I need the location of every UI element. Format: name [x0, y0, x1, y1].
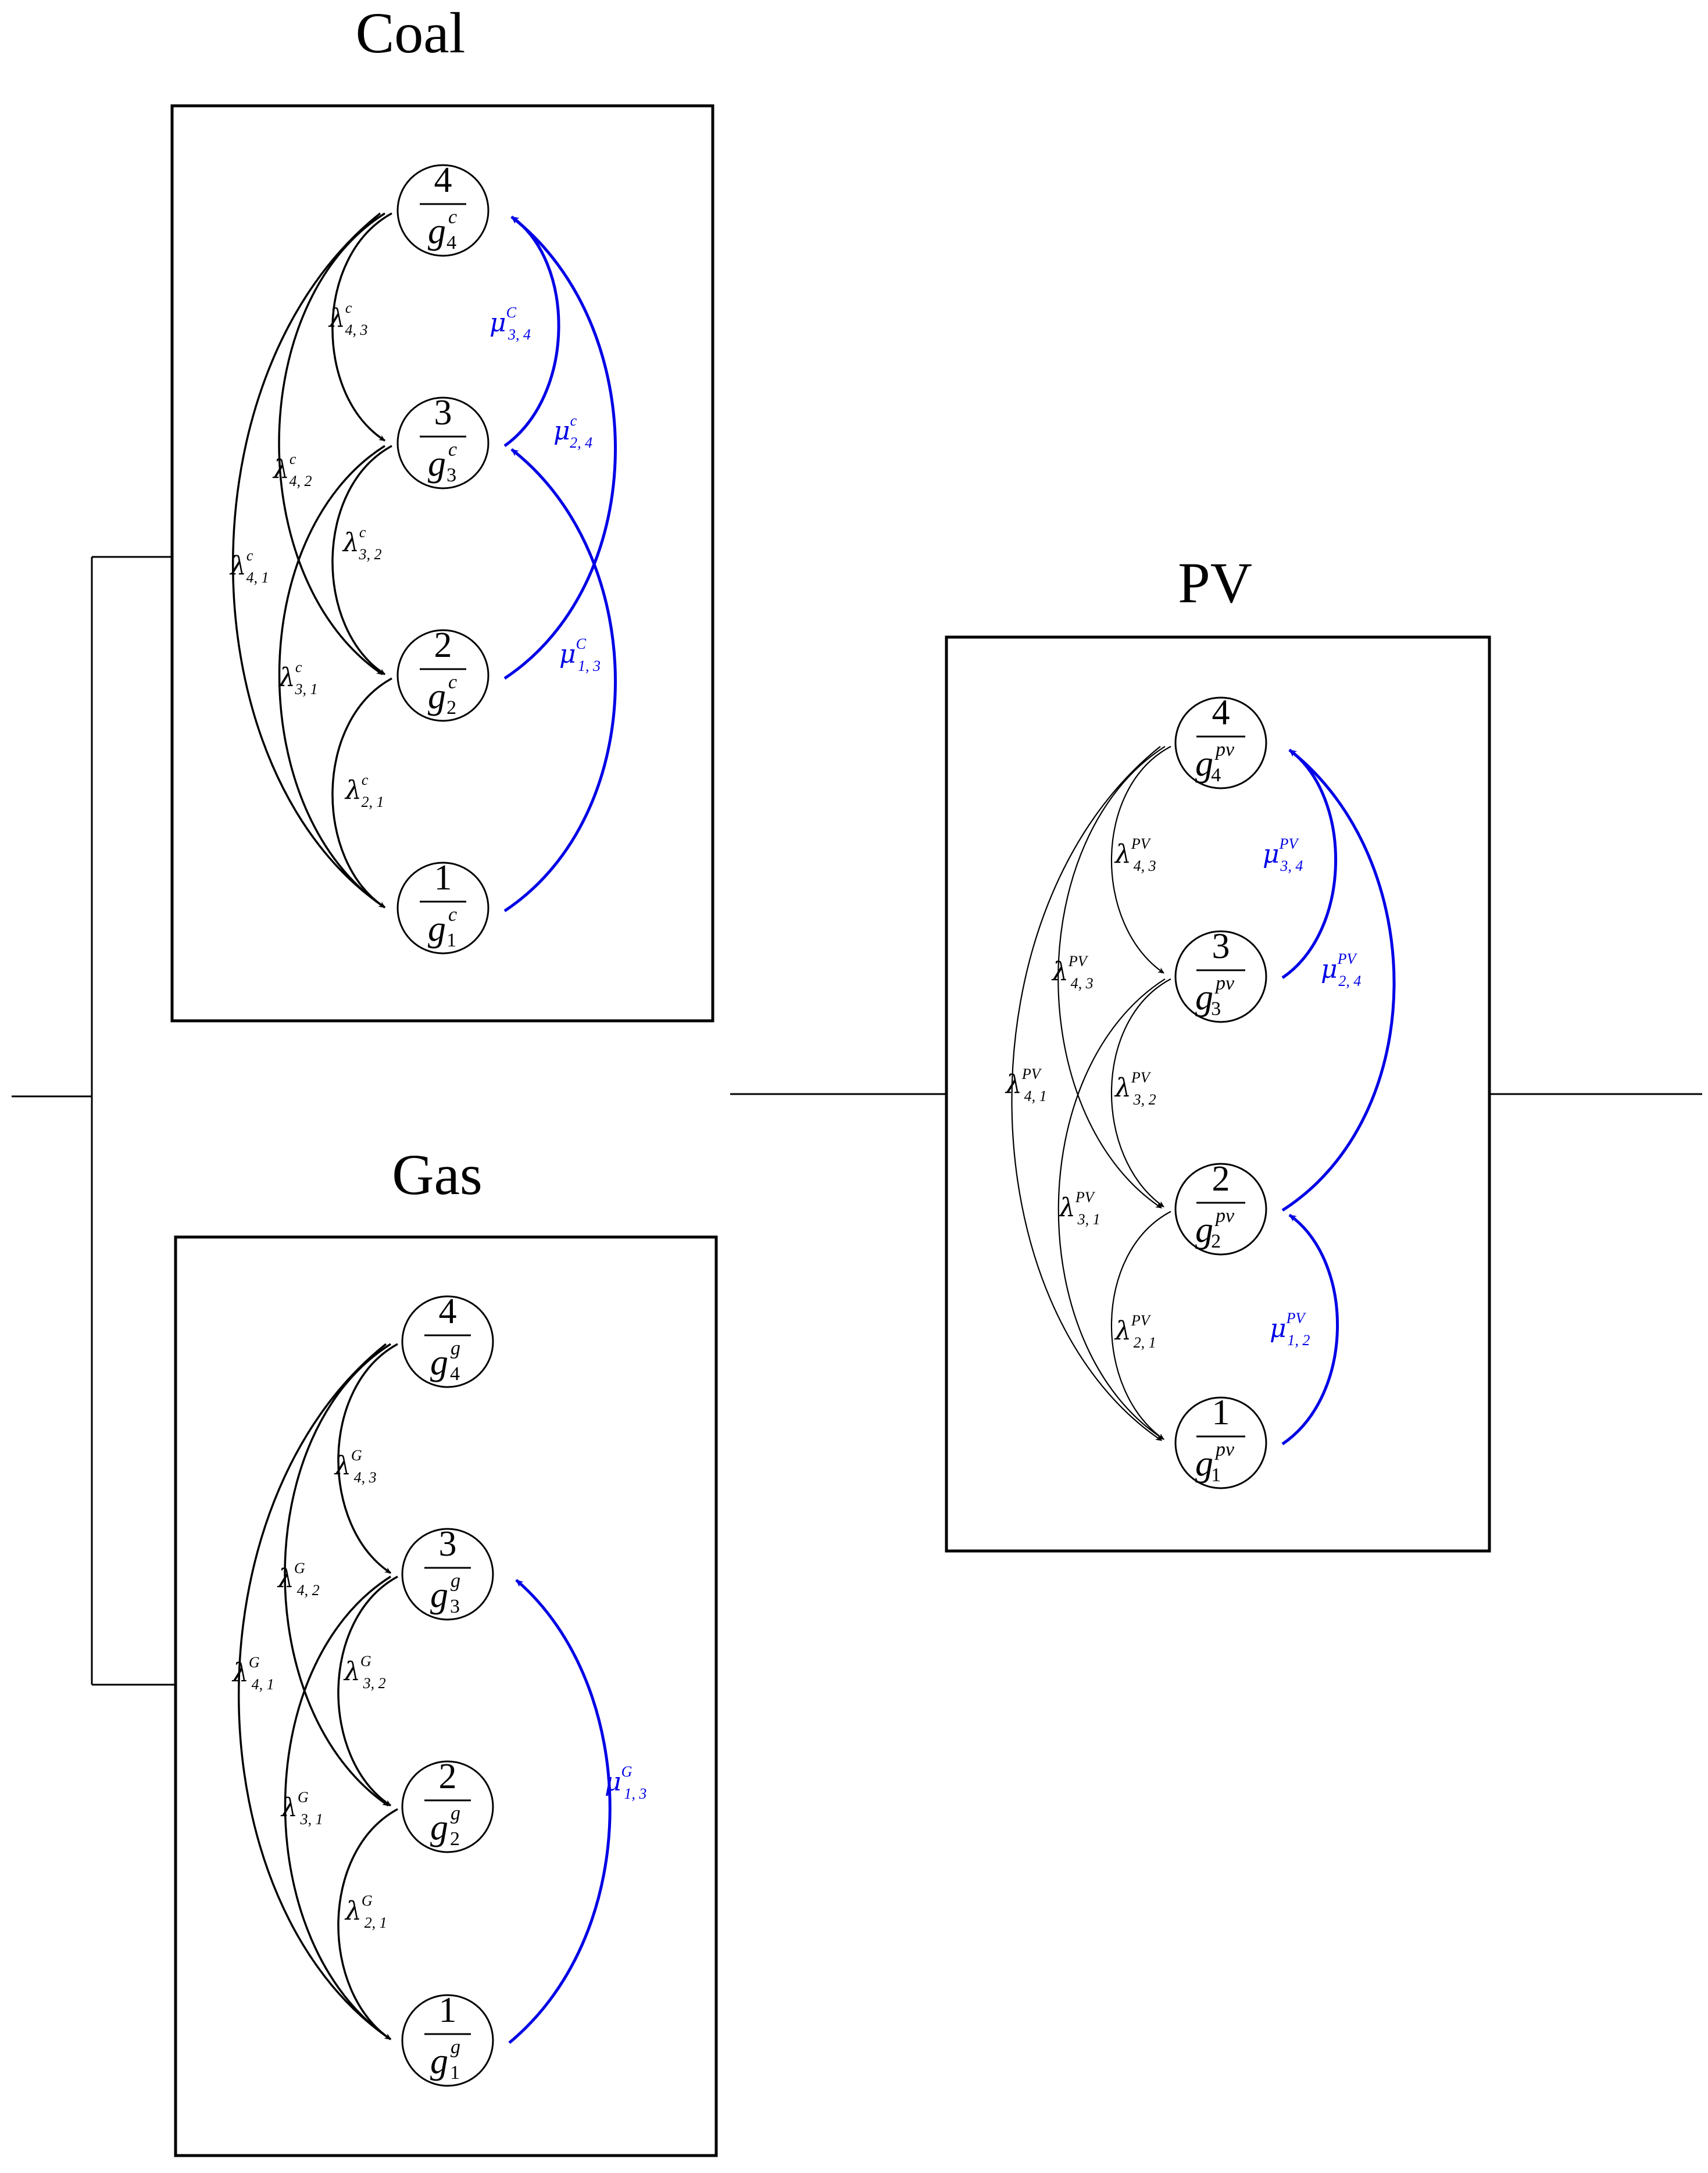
coal-edge-3-2: [331, 445, 392, 676]
pv-edge-2-1: [1110, 1211, 1171, 1440]
svg-text:gc4: gc4: [428, 206, 457, 253]
svg-text:4: 4: [439, 1292, 457, 1331]
coal-edge-3-1: [278, 445, 385, 909]
svg-text:2: 2: [1212, 1159, 1230, 1199]
coal-edge-1-3: [503, 448, 617, 913]
pv-edge-3-2: [1110, 978, 1171, 1207]
svg-text:2: 2: [439, 1757, 457, 1796]
svg-text:gc2: gc2: [428, 671, 457, 719]
coal-edge-2-4: [503, 216, 617, 680]
connection-wires: [12, 556, 1702, 1686]
pv-edge-4-2: [1057, 746, 1166, 1209]
svg-text:gg3: gg3: [430, 1570, 460, 1617]
gas-edge-3-2: [337, 1575, 398, 1807]
pv-edge-4-3: [1110, 746, 1171, 974]
coal-panel-title: Coal: [356, 1, 466, 65]
svg-text:3: 3: [439, 1524, 457, 1564]
coal-panel-box: [170, 104, 714, 1023]
svg-text:3: 3: [434, 393, 452, 433]
pv-edge-2-4: [1281, 749, 1396, 1212]
coal-edge-3-4: [503, 215, 560, 448]
gas-panel-title: Gas: [392, 1142, 483, 1207]
svg-text:2: 2: [434, 626, 452, 665]
gas-panel-box: [174, 1235, 718, 2157]
pv-edge-3-4: [1281, 748, 1338, 980]
svg-text:1: 1: [1212, 1393, 1230, 1432]
svg-text:4: 4: [1212, 693, 1230, 732]
svg-text:gg2: gg2: [430, 1803, 460, 1850]
pv-panel-box: [945, 635, 1491, 1553]
svg-text:gc3: gc3: [428, 439, 457, 486]
svg-text:3: 3: [1212, 927, 1230, 966]
svg-text:gg4: gg4: [430, 1338, 460, 1385]
coal-edge-4-3: [331, 212, 392, 442]
svg-text:gg1: gg1: [430, 2036, 460, 2083]
gas-edge-4-1: [238, 1343, 391, 2040]
svg-text:4: 4: [434, 160, 452, 200]
gas-edge-4-3: [337, 1343, 398, 1574]
svg-text:gc1: gc1: [428, 904, 457, 951]
coal-edge-4-1: [232, 212, 385, 909]
pv-edge-1-2: [1281, 1213, 1339, 1446]
gas-edge-4-2: [284, 1343, 391, 1807]
pv-edge-3-1: [1057, 978, 1166, 1440]
pv-edge-4-1: [1011, 746, 1162, 1441]
svg-text:1: 1: [434, 858, 452, 898]
coal-edge-2-1: [331, 677, 392, 909]
gas-edge-2-1: [337, 1808, 398, 2040]
pv-panel-title: PV: [1178, 551, 1252, 615]
svg-text:1: 1: [439, 1990, 457, 2030]
gas-edge-1-3: [508, 1579, 612, 2044]
coal-edge-4-2: [278, 212, 385, 676]
gas-edge-3-1: [284, 1575, 391, 2040]
